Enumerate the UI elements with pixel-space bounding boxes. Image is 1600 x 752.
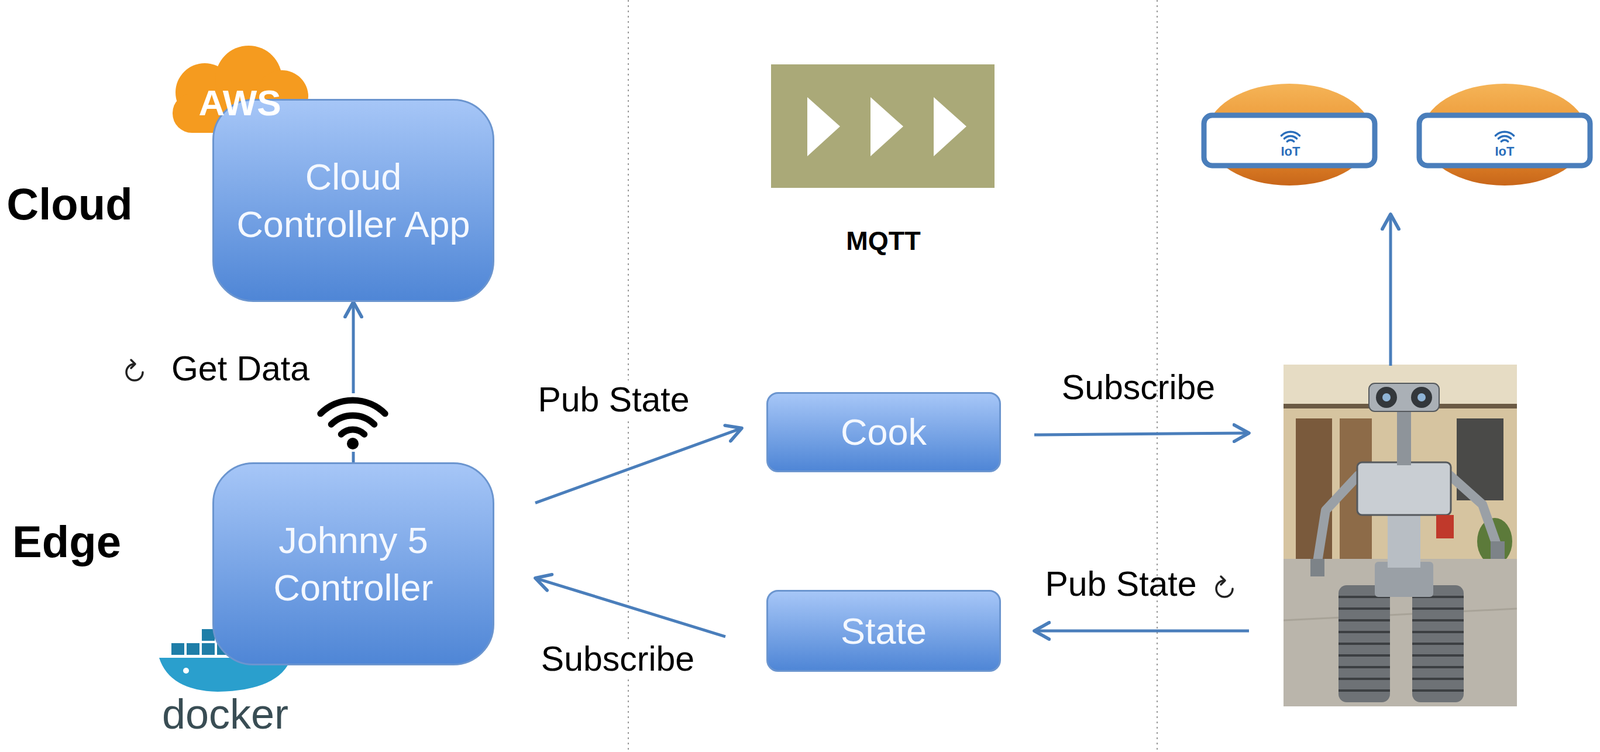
robot-photo [1412, 677, 1464, 680]
robot-photo [1338, 654, 1390, 657]
robot-photo [1375, 386, 1398, 408]
robot-photo [1283, 558, 1517, 707]
robot-photo [1310, 558, 1325, 577]
box-label: Cloud Controller App [229, 153, 477, 248]
iot-bun [1281, 131, 1300, 141]
arrow-label: Pub State [535, 380, 691, 421]
iot-bun [1495, 131, 1514, 136]
arrow-label: Subscribe [1060, 367, 1217, 408]
logo-caption: MQTT [844, 225, 922, 257]
topic-box: Cook [766, 391, 1001, 473]
flow-arrow [1034, 432, 1249, 435]
docker-logo [170, 642, 185, 656]
iot-bun [1495, 131, 1514, 141]
wifi-icon [320, 400, 385, 414]
process-box: Cloud Controller App [212, 98, 495, 302]
iot-bun [1498, 135, 1511, 139]
robot-photo [1338, 630, 1390, 633]
mqtt-logo [771, 64, 995, 188]
refresh-icon [126, 359, 143, 381]
robot-photo [1338, 642, 1390, 645]
docker-logo [201, 642, 216, 656]
robot-photo [1382, 393, 1391, 402]
robot-photo [1338, 618, 1390, 622]
refresh-icon [131, 359, 136, 368]
robot-photo [1490, 541, 1505, 559]
robot-photo [1412, 585, 1464, 703]
icon-text: IoT [1279, 143, 1303, 159]
robot-photo [1283, 364, 1517, 707]
robot-photo [1412, 654, 1464, 657]
robot-photo [1411, 386, 1433, 408]
mqtt-logo [870, 97, 904, 157]
box-label: State [840, 607, 927, 655]
box-label: Cook [840, 408, 927, 456]
topic-box: State [766, 589, 1001, 672]
iot-bun [1284, 135, 1297, 139]
wifi-icon [341, 429, 365, 435]
logo-text: AWS [196, 81, 283, 124]
flow-arrow [1389, 214, 1393, 366]
robot-photo [1357, 462, 1451, 515]
robot-photo [1368, 383, 1440, 412]
refresh-icon [1216, 580, 1233, 597]
refresh-icon [126, 363, 143, 381]
iot-bun [1287, 139, 1294, 141]
iot-bun [1501, 139, 1508, 141]
iot-bun [1203, 115, 1375, 166]
robot-photo [1338, 585, 1390, 703]
robot-photo [1412, 607, 1464, 610]
robot-photo [1283, 364, 1517, 707]
robot-photo [1338, 596, 1464, 691]
iot-bun [1419, 115, 1591, 166]
iot-bun [1203, 83, 1375, 186]
robot-photo [1412, 618, 1464, 622]
robot-photo [1412, 642, 1464, 645]
icon-text: IoT [1493, 143, 1517, 159]
logo-text: docker [160, 689, 291, 739]
robot-photo [1477, 517, 1513, 565]
robot-photo [1417, 393, 1426, 402]
wifi-icon [320, 400, 385, 435]
box-label: Johnny 5 Controller [229, 516, 477, 611]
robot-photo [1338, 607, 1390, 610]
refresh-icon [1216, 576, 1233, 597]
flow-arrow [1034, 214, 1391, 631]
robot-photo [1412, 665, 1464, 669]
robot-photo [1338, 689, 1390, 692]
robot-photo [1338, 677, 1390, 680]
mqtt-logo [933, 97, 967, 157]
tier-label: Edge [10, 515, 123, 567]
flow-arrow [535, 577, 726, 637]
robot-photo [1338, 665, 1390, 669]
wifi-icon [313, 393, 392, 452]
robot-photo [1397, 409, 1412, 466]
robot-photo [1283, 608, 1517, 621]
docker-logo [183, 667, 189, 674]
arrow-label: Subscribe [539, 639, 697, 680]
arrow-label: Pub State [1043, 564, 1199, 605]
refresh-icon [1220, 576, 1226, 585]
robot-photo [1317, 475, 1359, 562]
process-box: Johnny 5 Controller [212, 462, 495, 666]
docker-logo [186, 642, 201, 656]
flow-arrow [535, 428, 742, 504]
flow-arrow [1034, 629, 1249, 633]
robot-photo [1412, 630, 1464, 633]
wifi-icon [313, 393, 392, 452]
iot-bun [1281, 131, 1300, 136]
arrow-label: Get Data [169, 349, 312, 390]
mqtt-logo [771, 64, 995, 188]
tier-label: Cloud [4, 178, 134, 230]
robot-photo [1436, 514, 1454, 539]
robot-photo [1449, 475, 1497, 545]
wifi-icon [331, 415, 375, 425]
mqtt-logo [807, 97, 841, 157]
wifi-icon [346, 437, 359, 450]
robot-photo [1295, 418, 1333, 559]
robot-photo [1412, 689, 1464, 692]
iot-bun [1419, 83, 1591, 186]
